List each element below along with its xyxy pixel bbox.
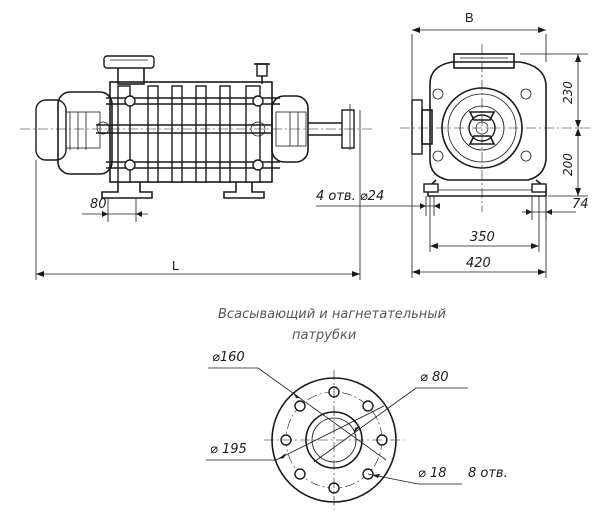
dim-L-label: L bbox=[172, 258, 179, 273]
flange-holes-label: 8 отв. bbox=[468, 466, 508, 481]
caption-line-1: Всасывающий и нагнетательный bbox=[218, 307, 446, 322]
flange-view bbox=[264, 370, 404, 510]
dim-230-label: 230 bbox=[561, 81, 575, 104]
dim-74-label: 74 bbox=[572, 197, 589, 212]
dim-200-label: 200 bbox=[561, 153, 575, 176]
dimension-B: B bbox=[411, 10, 547, 100]
pump-side-view bbox=[35, 55, 355, 199]
flange-d160-label: ⌀160 bbox=[212, 350, 245, 365]
dim-80-label: 80 bbox=[90, 197, 107, 212]
flange-d80-label: ⌀ 80 bbox=[420, 370, 449, 385]
dimension-74: 74 bbox=[522, 196, 589, 220]
dimension-230-200: 230 200 bbox=[520, 53, 588, 197]
flange-d195-label: ⌀ 195 bbox=[210, 442, 247, 457]
dimension-350: 350 bbox=[429, 196, 540, 252]
caption-line-2: патрубки bbox=[292, 328, 356, 343]
dim-350-label: 350 bbox=[470, 230, 495, 245]
flange-bolt-holes bbox=[280, 386, 388, 494]
leader-d80: ⌀ 80 bbox=[313, 370, 468, 463]
holes-4-label: 4 отв. ⌀24 bbox=[316, 189, 384, 204]
dim-B-label: B bbox=[465, 10, 474, 25]
pump-end-view bbox=[411, 53, 547, 197]
leader-d160: ⌀160 bbox=[208, 350, 387, 461]
annotation-4-holes: 4 отв. ⌀24 bbox=[316, 189, 440, 216]
flange-d18-label: ⌀ 18 bbox=[418, 466, 447, 481]
dimension-420: 420 bbox=[411, 154, 547, 278]
dimension-L: L bbox=[35, 110, 361, 280]
dimension-80-foot: 80 bbox=[82, 197, 148, 222]
leader-d18: ⌀ 18 8 отв. bbox=[367, 466, 508, 485]
leader-d195: ⌀ 195 bbox=[206, 405, 385, 461]
dim-420-label: 420 bbox=[466, 256, 491, 271]
